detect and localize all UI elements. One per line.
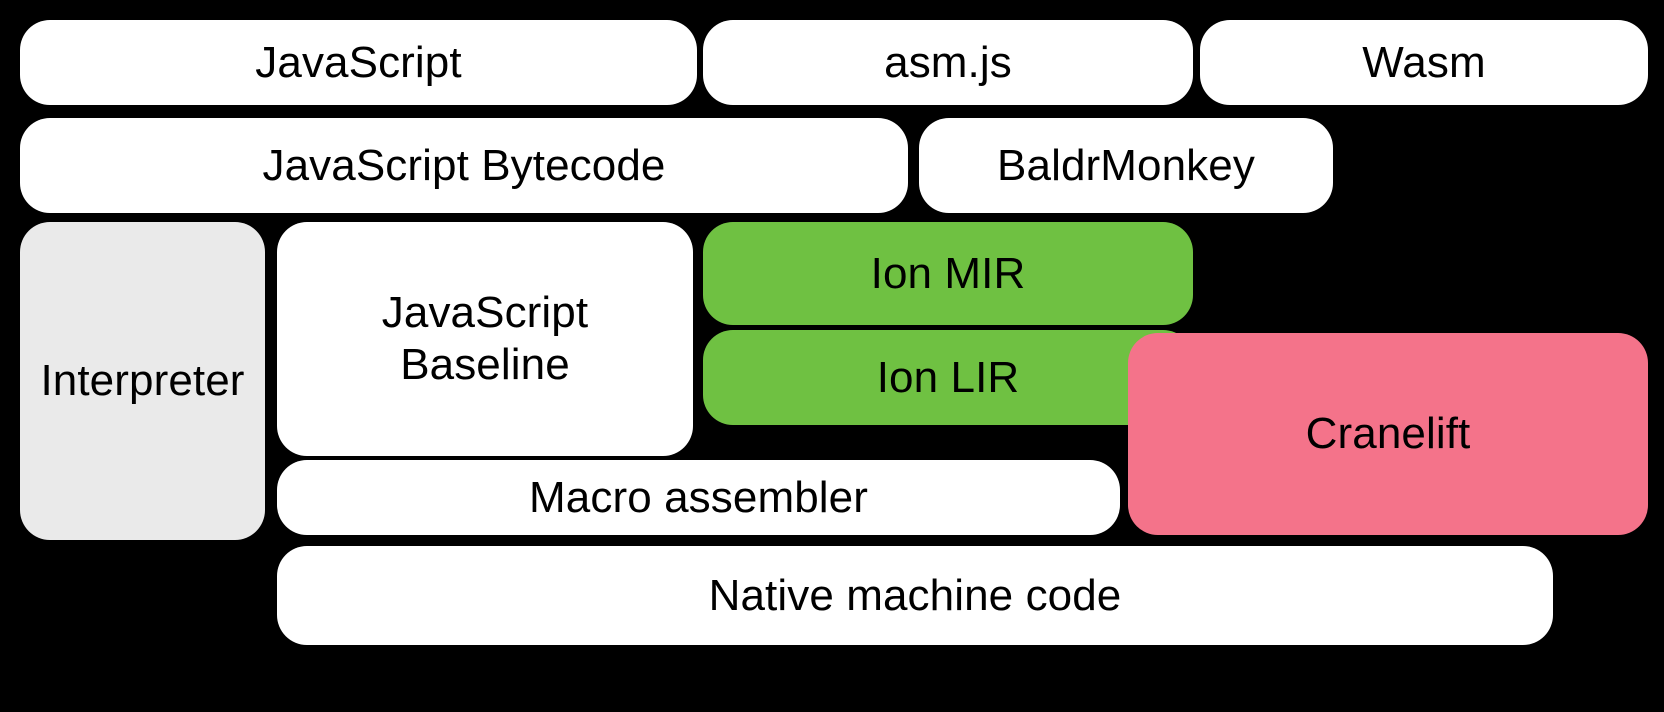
node-native-machine-code: Native machine code (277, 546, 1553, 645)
node-baldrmonkey: BaldrMonkey (919, 118, 1333, 213)
node-javascript: JavaScript (20, 20, 697, 105)
node-javascript-bytecode: JavaScript Bytecode (20, 118, 908, 213)
node-ion-lir: Ion LIR (703, 330, 1193, 425)
node-wasm: Wasm (1200, 20, 1648, 105)
node-cranelift: Cranelift (1128, 333, 1648, 535)
node-macro-assembler: Macro assembler (277, 460, 1120, 535)
node-asmjs: asm.js (703, 20, 1193, 105)
node-interpreter: Interpreter (20, 222, 265, 540)
node-ion-mir: Ion MIR (703, 222, 1193, 325)
node-javascript-baseline: JavaScript Baseline (277, 222, 693, 456)
